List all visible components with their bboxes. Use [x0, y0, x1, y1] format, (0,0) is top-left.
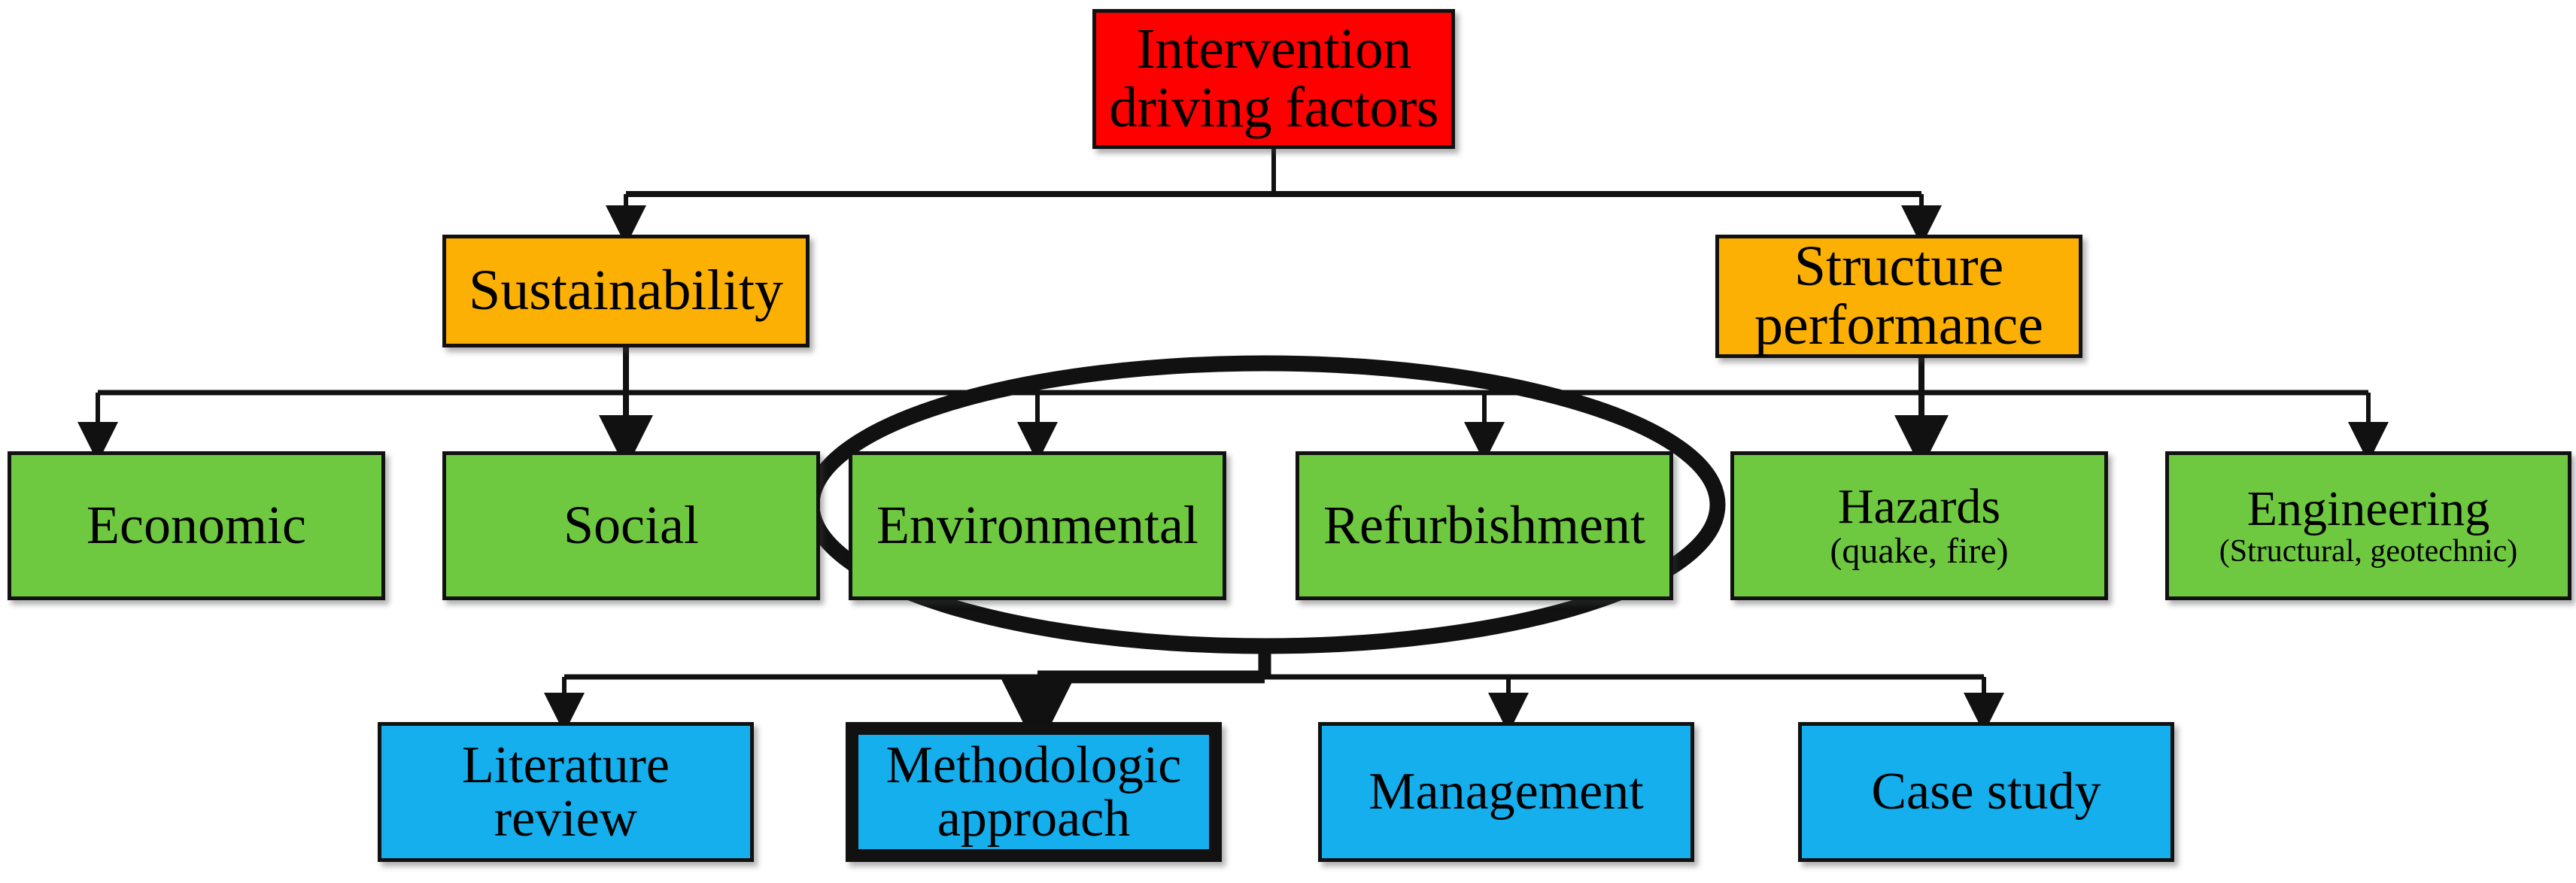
node-label-line2: driving factors: [1109, 76, 1438, 139]
node-label: Engineering: [2246, 481, 2490, 536]
connectors-root-to-level2: [606, 149, 1942, 246]
node-case-study[interactable]: Case study: [1798, 722, 2174, 862]
node-methodologic-approach[interactable]: Methodologic approach: [846, 722, 1222, 862]
node-management[interactable]: Management: [1318, 722, 1694, 862]
node-label-line2: approach: [937, 790, 1131, 848]
connectors-ellipse-to-level4: [544, 646, 2004, 751]
node-label-line1: Case study: [1871, 763, 2101, 821]
node-label-line1: Sustainability: [469, 259, 783, 323]
node-label: Social: [564, 495, 699, 556]
node-sustainability[interactable]: Sustainability: [442, 235, 810, 347]
connectors-level2-to-level3: [77, 347, 2389, 469]
node-literature-review[interactable]: Literature review: [378, 722, 754, 862]
node-refurbishment[interactable]: Refurbishment: [1296, 451, 1673, 600]
node-economic[interactable]: Economic: [8, 451, 385, 600]
node-label-line1: Methodologic: [886, 736, 1182, 794]
node-social[interactable]: Social: [442, 451, 820, 600]
node-label: Environmental: [876, 495, 1198, 556]
node-environmental[interactable]: Environmental: [849, 451, 1226, 600]
node-label: Refurbishment: [1323, 495, 1645, 556]
node-engineering[interactable]: Engineering (Structural, geotechnic): [2165, 451, 2571, 600]
node-label: Hazards: [1837, 478, 2001, 534]
node-label-line2: performance: [1754, 293, 2043, 357]
node-label-line1: Structure: [1794, 235, 2004, 299]
node-label: Economic: [87, 495, 306, 556]
node-label-line1: Management: [1368, 763, 1644, 821]
node-label-line1: Literature: [462, 736, 670, 794]
node-sublabel: (Structural, geotechnic): [2219, 534, 2518, 569]
node-hazards[interactable]: Hazards (quake, fire): [1730, 451, 2108, 600]
node-structure-performance[interactable]: Structure performance: [1715, 235, 2082, 358]
node-label-line1: Intervention: [1136, 17, 1411, 81]
node-sublabel: (quake, fire): [1830, 531, 2009, 572]
node-label-line2: review: [494, 790, 638, 848]
node-intervention-driving-factors[interactable]: Intervention driving factors: [1092, 9, 1455, 149]
